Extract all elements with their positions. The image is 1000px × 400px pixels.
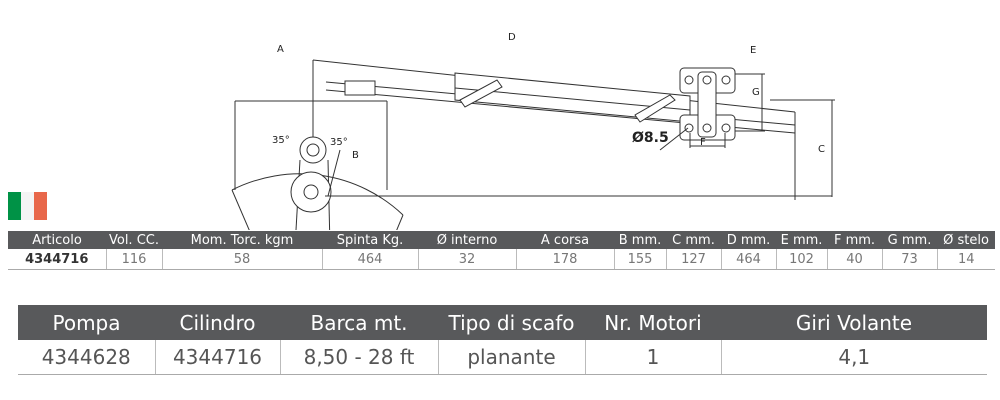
header-cell: Ø stelo	[937, 231, 995, 249]
table-row: 4344716 116 58 464 32 178 155 127 464 10…	[8, 249, 995, 270]
header-cell: Pompa	[18, 305, 155, 340]
table-cell: 464	[720, 249, 776, 270]
table-cell: 102	[775, 249, 827, 270]
header-cell: Giri Volante	[721, 305, 987, 340]
table-cell: 116	[105, 249, 162, 270]
kit-header-row: Pompa Cilindro Barca mt. Tipo di scafo N…	[18, 305, 987, 340]
header-cell: Tipo di scafo	[438, 305, 585, 340]
table-cell: 73	[881, 249, 937, 270]
dim-label-d: D	[508, 32, 516, 43]
header-cell: Nr. Motori	[585, 305, 721, 340]
table-cell: 4,1	[720, 340, 987, 375]
kit-table: Pompa Cilindro Barca mt. Tipo di scafo N…	[18, 305, 987, 375]
header-cell: D mm.	[721, 231, 776, 249]
header-cell: Spinta Kg.	[322, 231, 418, 249]
table-cell: 8,50 - 28 ft	[279, 340, 438, 375]
table-cell: 155	[613, 249, 666, 270]
dim-label-g: G	[752, 87, 760, 98]
table-cell: 58	[161, 249, 322, 270]
specs-header-row: Articolo Vol. CC. Mom. Torc. kgm Spinta …	[8, 231, 995, 249]
table-cell: 1	[584, 340, 721, 375]
header-cell: C mm.	[666, 231, 721, 249]
dim-label-c: C	[818, 144, 825, 155]
table-row: 4344628 4344716 8,50 - 28 ft planante 1 …	[18, 340, 987, 375]
header-cell: Mom. Torc. kgm	[162, 231, 322, 249]
table-cell: 4344716	[154, 340, 280, 375]
table-cell: 4344628	[18, 340, 155, 375]
dim-label-f: F	[700, 137, 706, 148]
header-cell: Ø interno	[418, 231, 516, 249]
header-cell: Cilindro	[155, 305, 280, 340]
table-cell: 4344716	[8, 249, 106, 270]
table-cell: 127	[665, 249, 721, 270]
table-cell: 14	[936, 249, 995, 270]
header-cell: G mm.	[882, 231, 937, 249]
table-cell: 32	[417, 249, 516, 270]
table-cell: planante	[437, 340, 585, 375]
header-cell: F mm.	[827, 231, 882, 249]
dim-label-b: B	[352, 150, 359, 161]
header-cell: Vol. CC.	[106, 231, 162, 249]
table-cell: 178	[515, 249, 614, 270]
dim-label-a: A	[277, 44, 284, 55]
steering-cylinder-technical-drawing: A D E G F C B 35° 35° Ø8.5	[231, 32, 835, 230]
italy-flag-icon	[8, 192, 47, 220]
header-cell: Barca mt.	[280, 305, 438, 340]
header-cell: B mm.	[614, 231, 666, 249]
hole-diameter-label: Ø8.5	[632, 130, 669, 146]
table-cell: 40	[826, 249, 882, 270]
angle-label-left: 35°	[272, 135, 290, 146]
header-cell: A corsa	[516, 231, 614, 249]
dim-label-e: E	[750, 45, 756, 56]
specs-table: Articolo Vol. CC. Mom. Torc. kgm Spinta …	[8, 231, 995, 270]
header-cell: Articolo	[8, 231, 106, 249]
header-cell: E mm.	[776, 231, 827, 249]
table-cell: 464	[321, 249, 418, 270]
angle-label-right: 35°	[330, 137, 348, 148]
